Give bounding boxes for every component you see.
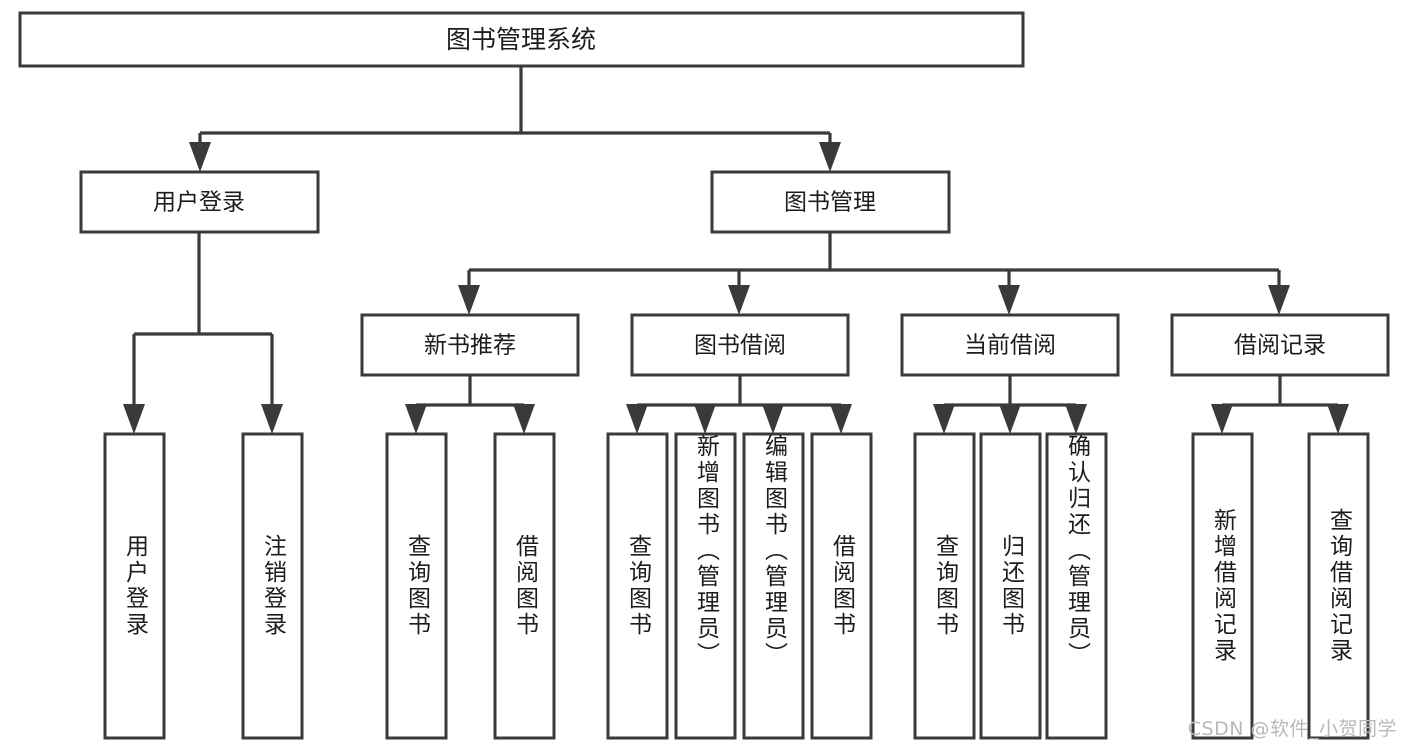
arrow-bookborrow-leaf3-icon bbox=[762, 404, 784, 434]
borrow-record-box[interactable] bbox=[1170, 313, 1390, 377]
arrow-currentborrow-leaf1-icon bbox=[933, 404, 955, 434]
node-current-borrow[interactable]: 当前借阅 bbox=[900, 313, 1120, 377]
leaf-box-user-login[interactable] bbox=[103, 432, 166, 740]
leaf-box-confirm-return-admin[interactable] bbox=[1045, 432, 1108, 740]
arrow-to-bookborrow-icon bbox=[728, 285, 750, 315]
node-book-borrow[interactable]: 图书借阅 bbox=[630, 313, 850, 377]
node-borrow-record[interactable]: 借阅记录 bbox=[1170, 313, 1390, 377]
arrow-to-bookmgmt-icon bbox=[819, 142, 841, 172]
watermark-text: CSDN @软件_小贺同学 bbox=[1187, 718, 1397, 740]
arrow-userlogin-leaf2-icon bbox=[261, 404, 283, 434]
leaf-box-borrow-book-1[interactable] bbox=[493, 432, 556, 740]
node-book-management[interactable]: 图书管理 bbox=[710, 170, 951, 234]
arrow-to-currentborrow-icon bbox=[998, 285, 1020, 315]
borrow-record-label: 借阅记录 bbox=[1234, 333, 1326, 359]
leaf-box-query-book-1[interactable] bbox=[385, 432, 448, 740]
arrow-bookborrow-leaf2-icon bbox=[694, 404, 716, 434]
leaf-box-query-book-3[interactable] bbox=[913, 432, 976, 740]
arrow-to-borrowrecord-icon bbox=[1268, 285, 1290, 315]
leaf-box-query-borrow-record[interactable] bbox=[1307, 432, 1370, 740]
arrow-newbook-leaf1-icon bbox=[405, 404, 427, 434]
arrow-currentborrow-leaf3-icon bbox=[1065, 404, 1087, 434]
leaf-box-add-book-admin[interactable] bbox=[674, 432, 737, 740]
arrow-borrowrecord-leaf2-icon bbox=[1327, 404, 1349, 434]
leaf-box-edit-book-admin[interactable] bbox=[742, 432, 805, 740]
arrow-to-newbook-icon bbox=[458, 285, 480, 315]
arrow-borrowrecord-leaf1-icon bbox=[1211, 404, 1233, 434]
root-box[interactable] bbox=[18, 11, 1025, 68]
user-login-label: 用户登录 bbox=[153, 190, 245, 216]
book-borrow-box[interactable] bbox=[630, 313, 850, 377]
book-management-box[interactable] bbox=[710, 170, 951, 234]
leaf-box-logout[interactable] bbox=[241, 432, 304, 740]
root-label: 图书管理系统 bbox=[446, 25, 596, 54]
leaf-box-borrow-book-2[interactable] bbox=[810, 432, 873, 740]
leaf-box-add-borrow-record[interactable] bbox=[1191, 432, 1254, 740]
arrow-newbook-leaf2-icon bbox=[513, 404, 535, 434]
new-book-recommend-label: 新书推荐 bbox=[424, 333, 516, 359]
node-new-book-recommend[interactable]: 新书推荐 bbox=[360, 313, 580, 377]
book-borrow-label: 图书借阅 bbox=[694, 333, 786, 359]
arrow-bookborrow-leaf4-icon bbox=[830, 404, 852, 434]
arrow-to-userlogin-icon bbox=[189, 142, 211, 172]
leaf-box-query-book-2[interactable] bbox=[606, 432, 669, 740]
arrow-userlogin-leaf1-icon bbox=[123, 404, 145, 434]
leaf-box-return-book[interactable] bbox=[979, 432, 1042, 740]
arrow-currentborrow-leaf2-icon bbox=[999, 404, 1021, 434]
current-borrow-box[interactable] bbox=[900, 313, 1120, 377]
current-borrow-label: 当前借阅 bbox=[964, 333, 1056, 359]
book-management-label: 图书管理 bbox=[784, 190, 876, 216]
arrow-bookborrow-leaf1-icon bbox=[626, 404, 648, 434]
node-user-login[interactable]: 用户登录 bbox=[79, 170, 320, 234]
new-book-recommend-box[interactable] bbox=[360, 313, 580, 377]
node-root[interactable]: 图书管理系统 bbox=[18, 11, 1025, 68]
